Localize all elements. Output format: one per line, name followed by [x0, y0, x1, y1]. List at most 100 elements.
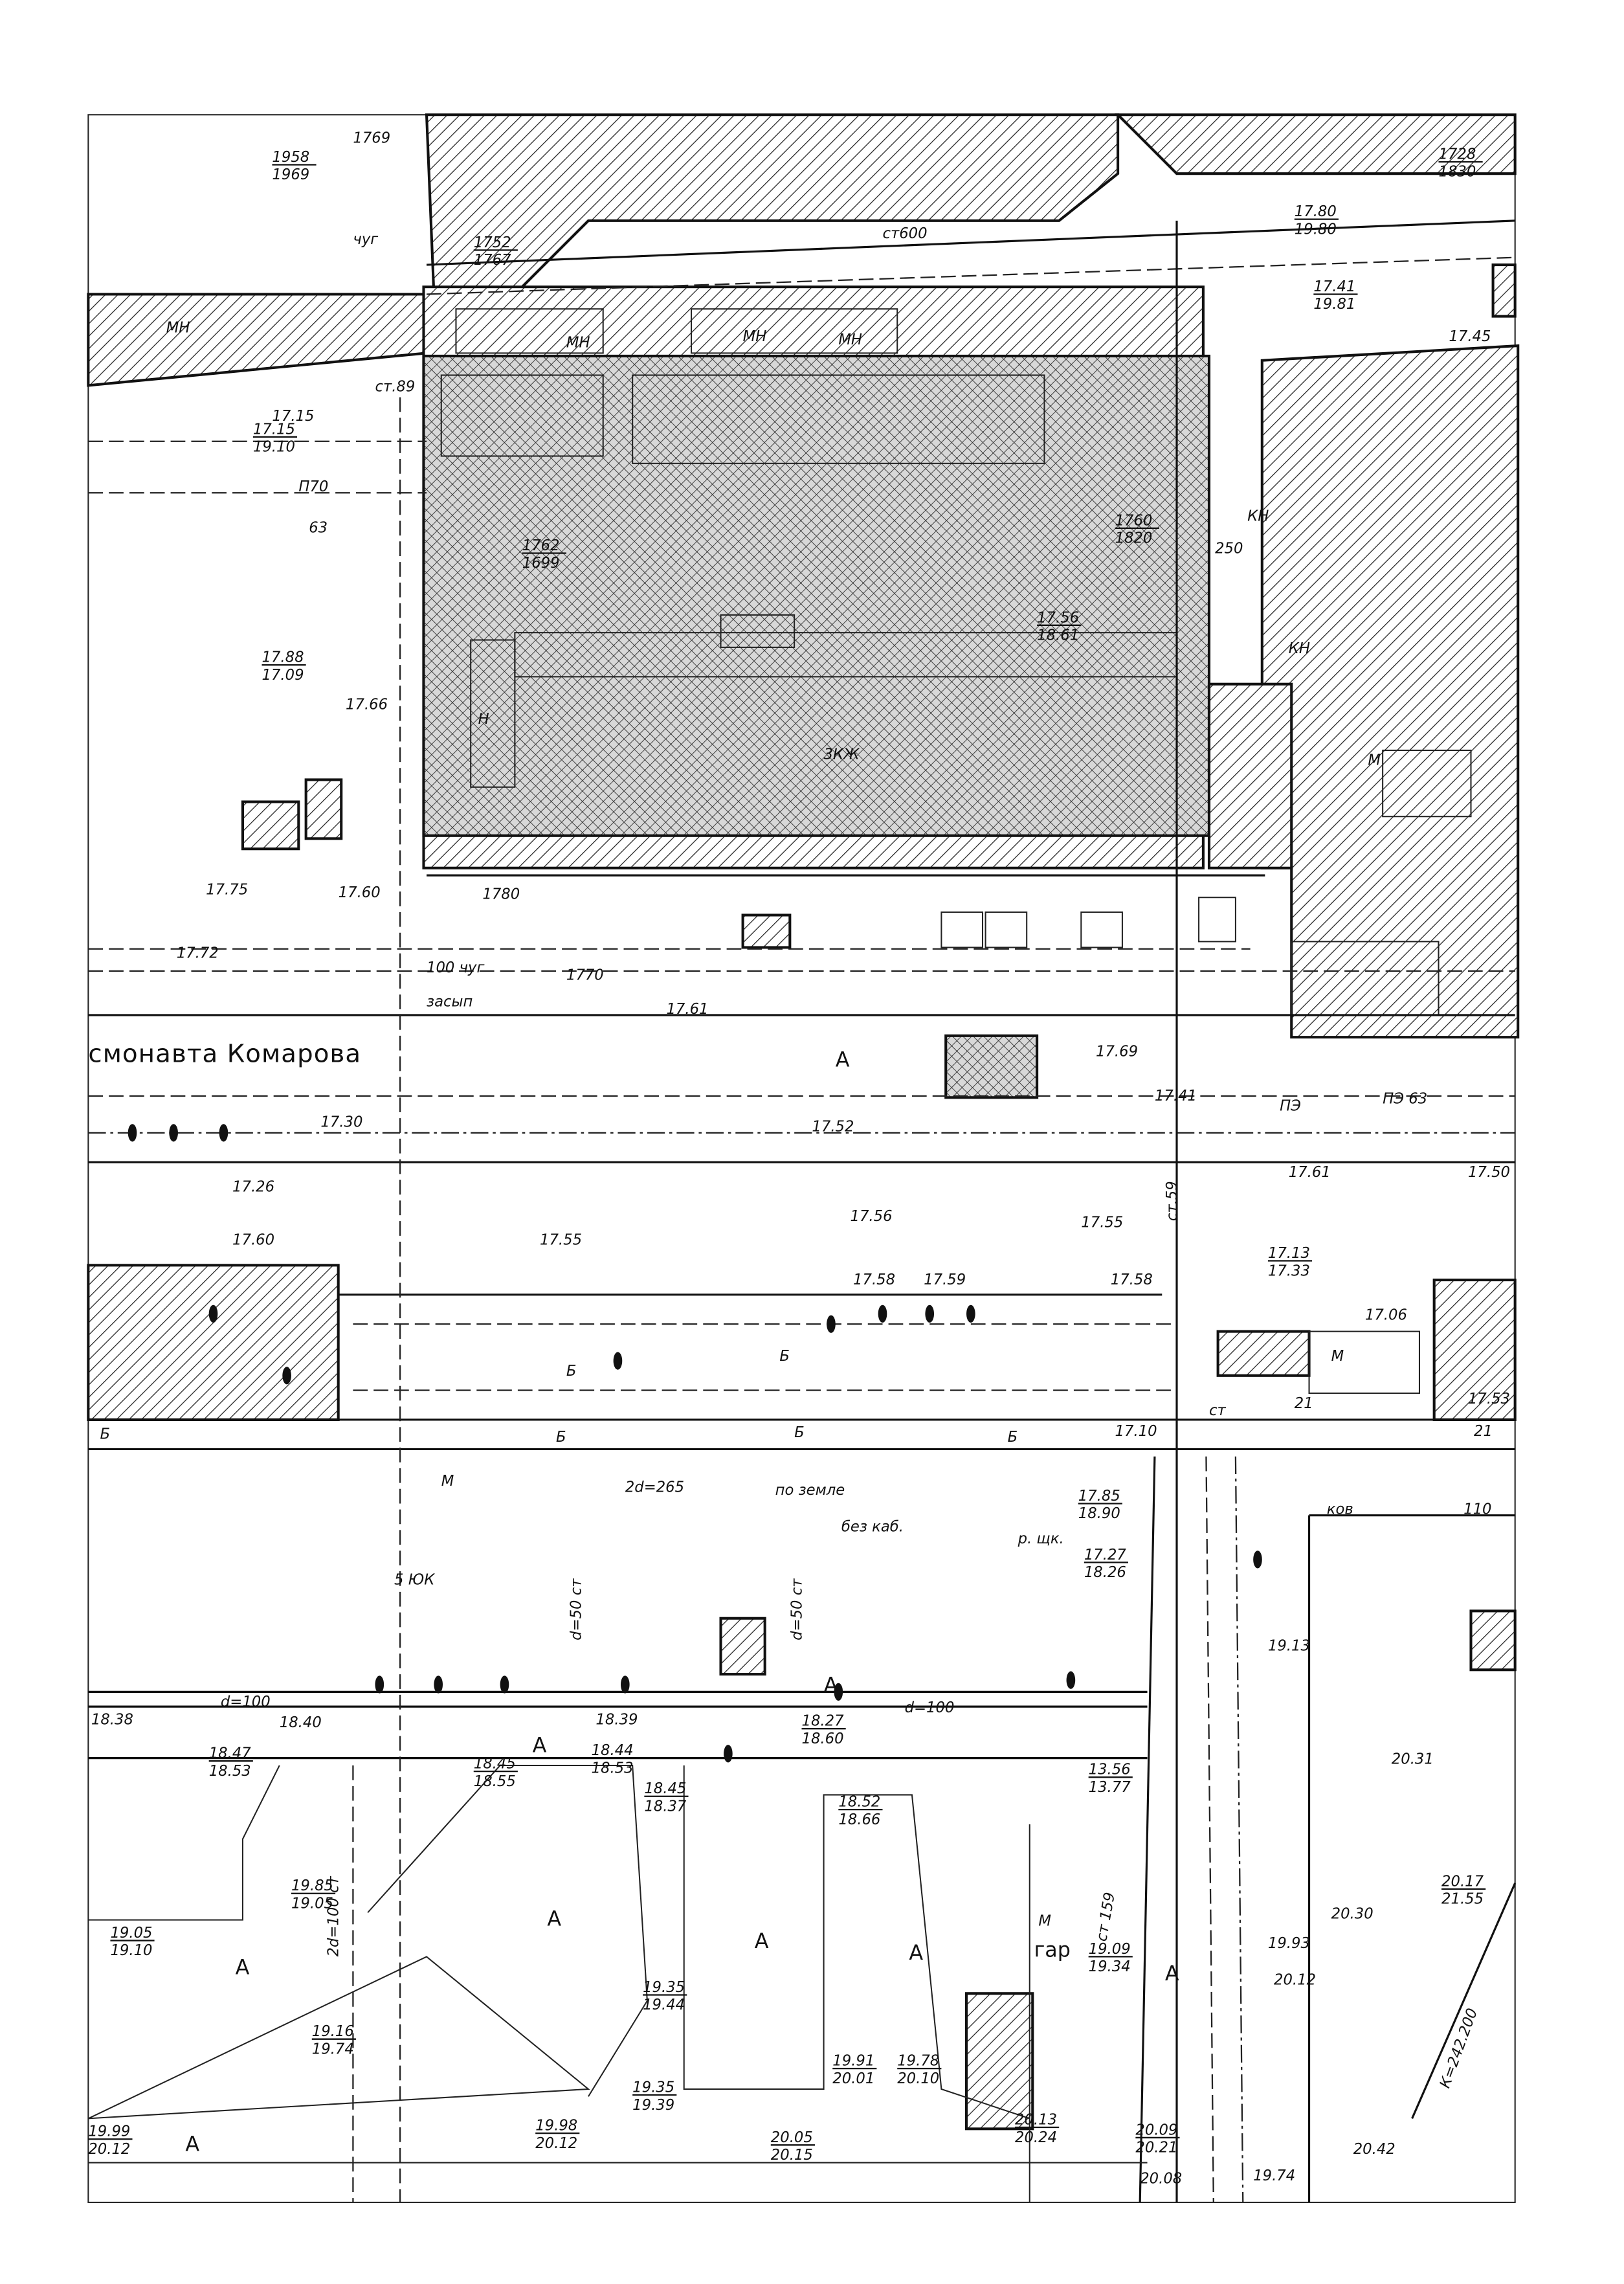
map-label: А — [909, 1940, 923, 1965]
structure — [304, 778, 343, 840]
structure-dark — [944, 1034, 1039, 1099]
map-label: 1769 — [353, 129, 390, 146]
elevation-fractions: 1958196917.8019.8017.4119.811728183017.1… — [88, 146, 1486, 2164]
elevation-top: 18.45 — [644, 1780, 686, 1797]
map-label: 17.69 — [1096, 1044, 1138, 1060]
elevation-bottom: 19.81 — [1313, 296, 1355, 313]
elevation-top: 17.80 — [1295, 203, 1337, 220]
building-left-bottom — [87, 1264, 340, 1422]
map-label: ПЭ — [1280, 1098, 1301, 1115]
map-label: А — [1165, 1961, 1179, 1986]
map-label: 2d=265 — [625, 1479, 684, 1495]
structure-outline — [984, 911, 1028, 948]
elevation-top: 19.99 — [88, 2123, 130, 2140]
elevation-top: 20.05 — [771, 2129, 813, 2146]
building-main-section — [691, 308, 898, 354]
structure-outline — [1080, 911, 1123, 948]
elevation-top: 1762 — [522, 537, 560, 554]
elevation-bottom: 19.10 — [110, 1942, 152, 1959]
elevation-top: 20.13 — [1015, 2111, 1057, 2128]
elevation-top: 19.98 — [535, 2118, 577, 2134]
elevation-bottom: 20.21 — [1135, 2140, 1177, 2156]
elevation-bottom: 20.12 — [535, 2135, 577, 2152]
building-right — [1260, 344, 1520, 1039]
elevation-bottom: 17.33 — [1268, 1262, 1310, 1279]
elevation-bottom: 18.26 — [1084, 1564, 1126, 1581]
map-label: А — [533, 1733, 547, 1758]
map-label: МН — [838, 331, 862, 348]
map-label: 1770 — [566, 967, 604, 983]
elevation-bottom: 19.44 — [643, 1997, 685, 2013]
structure — [1216, 1330, 1311, 1377]
map-label: Н — [478, 711, 489, 728]
map-label: ст — [1209, 1402, 1226, 1419]
map-label: КН — [1289, 640, 1310, 657]
utility-lines — [87, 219, 1517, 2202]
map-label: 21 — [1295, 1395, 1313, 1412]
map-label: гар — [1034, 1937, 1071, 1962]
elevation-top: 13.56 — [1089, 1762, 1131, 1778]
elevation-bottom: 1767 — [474, 252, 511, 269]
elevation-bottom: 20.12 — [88, 2141, 130, 2158]
structure — [241, 800, 300, 851]
elevation-bottom: 18.53 — [592, 1760, 634, 1776]
elevation-top: 19.05 — [110, 1925, 152, 1942]
structure — [1469, 1609, 1517, 1672]
elevation-bottom: 19.34 — [1089, 1958, 1131, 1975]
map-label: М — [441, 1473, 454, 1490]
structure — [741, 913, 792, 949]
building-main-section — [632, 374, 1045, 464]
map-label: d=100 — [221, 1694, 271, 1710]
elevation-bottom: 18.55 — [474, 1773, 516, 1790]
structure — [719, 1617, 766, 1676]
elevation-bottom: 18.53 — [209, 1763, 251, 1780]
elevation-top: 17.41 — [1313, 278, 1355, 295]
map-label: П70 — [298, 478, 328, 495]
map-label: Б — [556, 1429, 566, 1446]
map-label: М — [1331, 1348, 1344, 1365]
map-label: 3КЖ — [824, 746, 861, 763]
elevation-top: 17.27 — [1084, 1547, 1127, 1563]
map-label: 17.60 — [339, 884, 381, 901]
elevation-top: 19.16 — [312, 2023, 354, 2040]
trees — [128, 1124, 1262, 1763]
map-label: МН — [743, 328, 767, 345]
map-label: по земле — [775, 1482, 845, 1499]
map-label: ст600 — [883, 225, 928, 242]
map-label: А — [755, 1929, 769, 1953]
structure-outline — [1308, 1330, 1420, 1394]
building-top-right — [1115, 113, 1517, 175]
map-label: 20.08 — [1140, 2170, 1182, 2187]
building-top-right-small — [1491, 263, 1517, 318]
map-label: 17.41 — [1155, 1088, 1197, 1104]
elevation-bottom: 19.80 — [1295, 221, 1337, 238]
elevation-top: 18.44 — [592, 1742, 634, 1759]
map-label: d=100 — [905, 1699, 955, 1716]
elevation-bottom: 19.74 — [312, 2041, 354, 2057]
map-label: 17.60 — [232, 1232, 274, 1249]
map-label: 18.40 — [280, 1714, 322, 1731]
map-label: 17.59 — [924, 1271, 966, 1288]
elevation-top: 19.85 — [291, 1877, 333, 1894]
elevation-bottom: 19.05 — [291, 1895, 333, 1912]
elevation-top: 17.13 — [1268, 1245, 1310, 1262]
map-label: засып — [427, 993, 473, 1010]
elevation-top: 18.27 — [802, 1713, 845, 1730]
